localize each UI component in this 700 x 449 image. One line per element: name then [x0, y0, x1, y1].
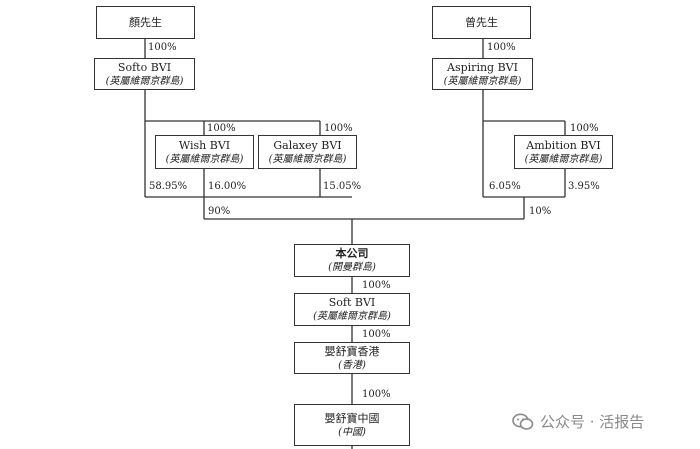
node-cn-jurisdiction: (中國) — [338, 426, 366, 438]
node-wish-jurisdiction: (英屬維爾京群島) — [165, 153, 244, 165]
node-softo-jurisdiction: (英屬維爾京群島) — [105, 75, 184, 87]
node-softo-name: Softo BVI — [117, 60, 172, 74]
pct-aspiring-direct: 6.05% — [489, 181, 521, 192]
pct-yan-softo: 100% — [148, 42, 177, 53]
pct-left-group-total: 90% — [208, 206, 231, 217]
pct-aspiring-ambition: 100% — [570, 123, 599, 134]
node-soft: Soft BVI (英屬維爾京群島) — [294, 293, 410, 326]
node-galaxey-jurisdiction: (英屬維爾京群島) — [268, 153, 347, 165]
pct-right-group-total: 10% — [529, 206, 552, 217]
node-aspiring-name: Aspiring BVI — [447, 60, 518, 74]
node-ambition-jurisdiction: (英屬維爾京群島) — [524, 153, 603, 165]
pct-softo-direct: 58.95% — [149, 181, 188, 192]
node-cn-name: 嬰舒寶中國 — [324, 411, 380, 425]
node-cn: 嬰舒寶中國 (中國) — [294, 404, 410, 446]
wechat-icon — [512, 413, 534, 430]
node-hk: 嬰舒寶香港 (香港) — [294, 342, 410, 374]
node-yan: 顏先生 — [96, 6, 195, 39]
node-ambition: Ambition BVI (英屬維爾京群島) — [514, 135, 613, 169]
node-galaxey-name: Galaxey BVI — [273, 138, 342, 152]
pct-softo-wish: 100% — [207, 123, 236, 134]
pct-wish-stake: 16.00% — [208, 181, 247, 192]
node-wish: Wish BVI (英屬維爾京群島) — [155, 135, 254, 169]
node-aspiring-jurisdiction: (英屬維爾京群島) — [443, 75, 522, 87]
watermark-text: 公众号 · 活报告 — [540, 413, 645, 431]
node-soft-jurisdiction: (英屬維爾京群島) — [313, 311, 391, 322]
node-hk-name: 嬰舒寶香港 — [324, 344, 380, 358]
node-softo: Softo BVI (英屬維爾京群島) — [94, 58, 195, 90]
node-zeng: 曾先生 — [432, 6, 531, 39]
node-zeng-name: 曾先生 — [465, 15, 498, 29]
pct-zeng-aspiring: 100% — [487, 42, 516, 53]
node-hk-jurisdiction: (香港) — [338, 359, 366, 371]
pct-ambition-stake: 3.95% — [568, 181, 600, 192]
pct-soft-hk: 100% — [362, 329, 391, 340]
node-aspiring: Aspiring BVI (英屬維爾京群島) — [432, 58, 533, 90]
node-ambition-name: Ambition BVI — [526, 138, 601, 152]
node-company-name: 本公司 — [335, 247, 369, 260]
pct-softo-galaxey: 100% — [324, 123, 353, 134]
pct-company-soft: 100% — [362, 280, 391, 291]
node-galaxey: Galaxey BVI (英屬維爾京群島) — [258, 135, 357, 169]
node-wish-name: Wish BVI — [178, 138, 231, 152]
node-company: 本公司 (開曼群島) — [294, 244, 410, 277]
watermark: 公众号 · 活报告 — [512, 411, 644, 432]
pct-galaxey-stake: 15.05% — [323, 181, 362, 192]
node-soft-name: Soft BVI — [328, 296, 376, 309]
node-company-jurisdiction: (開曼群島) — [328, 262, 376, 273]
connector-lines — [144, 39, 566, 449]
node-yan-name: 顏先生 — [129, 15, 162, 29]
pct-hk-cn: 100% — [362, 389, 391, 400]
